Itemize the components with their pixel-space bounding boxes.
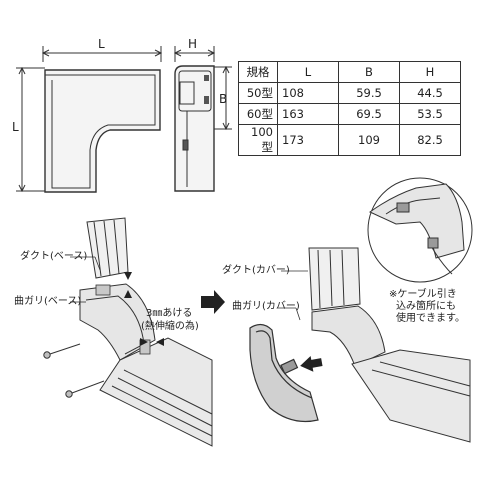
spec-table: 規格 L B H 50型 108 59.5 44.5 60型 163 69.5 … bbox=[238, 61, 461, 156]
table-cell: 109 bbox=[338, 124, 400, 156]
dim-right-height: B bbox=[219, 92, 228, 106]
table-row: 50型 108 59.5 44.5 bbox=[238, 82, 461, 104]
table-cell: 163 bbox=[277, 103, 339, 125]
table-header-cell: L bbox=[277, 61, 339, 83]
table-cell: 69.5 bbox=[338, 103, 400, 125]
table-cell: 108 bbox=[277, 82, 339, 104]
table-header-row: 規格 L B H bbox=[238, 61, 461, 83]
dim-side-height: L bbox=[12, 120, 19, 134]
table-header-cell: 規格 bbox=[238, 61, 278, 83]
label-gap-note-1: 3㎜あける bbox=[146, 308, 193, 319]
table-header-cell: H bbox=[399, 61, 461, 83]
label-gap-note-2: (熱伸縮の為) bbox=[141, 321, 199, 332]
table-cell: 60型 bbox=[238, 103, 278, 125]
label-cable-note-3: 使用できます。 bbox=[396, 313, 465, 324]
table-cell: 59.5 bbox=[338, 82, 400, 104]
table-cell: 44.5 bbox=[399, 82, 461, 104]
table-row: 100型 173 109 82.5 bbox=[238, 124, 461, 156]
label-cable-note-1: ※ケーブル引き bbox=[389, 289, 457, 300]
table-cell: 173 bbox=[277, 124, 339, 156]
label-bend-base: 曲ガリ(ベース) bbox=[14, 296, 82, 307]
table-cell: 82.5 bbox=[399, 124, 461, 156]
label-cable-note-2: 込み箇所にも bbox=[396, 301, 456, 312]
dim-right-width: H bbox=[188, 37, 198, 51]
table-cell: 100型 bbox=[238, 124, 278, 156]
next-step-arrow bbox=[201, 290, 225, 314]
table-cell: 53.5 bbox=[399, 103, 461, 125]
table-row: 60型 163 69.5 53.5 bbox=[238, 103, 461, 125]
table-header-cell: B bbox=[338, 61, 400, 83]
label-duct-cover: ダクト(カバー) bbox=[222, 265, 290, 276]
label-duct-base: ダクト(ベース) bbox=[20, 251, 88, 262]
label-bend-cover: 曲ガリ(カバー) bbox=[232, 301, 300, 312]
table-cell: 50型 bbox=[238, 82, 278, 104]
dim-top-width: L bbox=[98, 37, 105, 51]
